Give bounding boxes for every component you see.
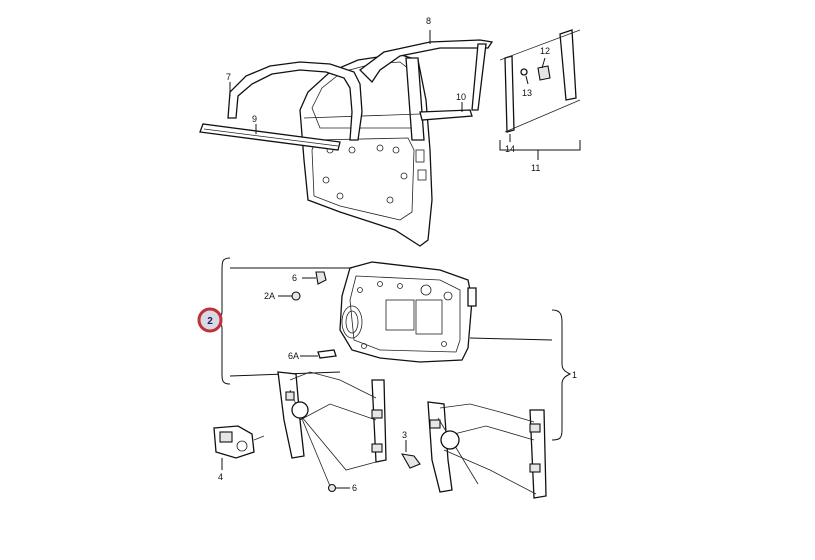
window-guide-rails [499, 29, 581, 160]
callout-2a: 2A [264, 291, 275, 301]
callout-6-top: 6 [292, 273, 297, 283]
callout-9: 9 [252, 114, 257, 124]
bottom-fastener [327, 483, 350, 493]
window-motor [213, 425, 265, 470]
callout-2: 2 [207, 316, 213, 327]
callout-8: 8 [426, 16, 431, 26]
belt-weatherstrip [199, 123, 341, 151]
callout-14: 14 [505, 144, 515, 154]
callout-11: 11 [531, 163, 540, 173]
callout-1: 1 [572, 370, 577, 380]
leader-lines [229, 30, 546, 142]
channel-strip [419, 109, 473, 121]
callout-4: 4 [218, 472, 223, 482]
callout-7: 7 [226, 72, 231, 82]
callout-13: 13 [522, 88, 532, 98]
clip-parts [520, 65, 551, 81]
window-channel [359, 39, 494, 111]
callout-6-bottom: 6 [352, 483, 357, 493]
window-regulator-right [427, 401, 547, 499]
callout-10: 10 [456, 92, 466, 102]
fasteners [278, 271, 337, 359]
window-regulator-left [277, 371, 387, 487]
hotspot-callout-2[interactable]: 2 [197, 307, 223, 333]
callout-12: 12 [540, 46, 550, 56]
door-shell [299, 53, 433, 247]
door-seal [227, 61, 363, 141]
callout-3: 3 [402, 430, 407, 440]
small-bracket [400, 440, 421, 469]
assembly-carrier [339, 261, 477, 363]
callout-6a: 6A [288, 351, 299, 361]
